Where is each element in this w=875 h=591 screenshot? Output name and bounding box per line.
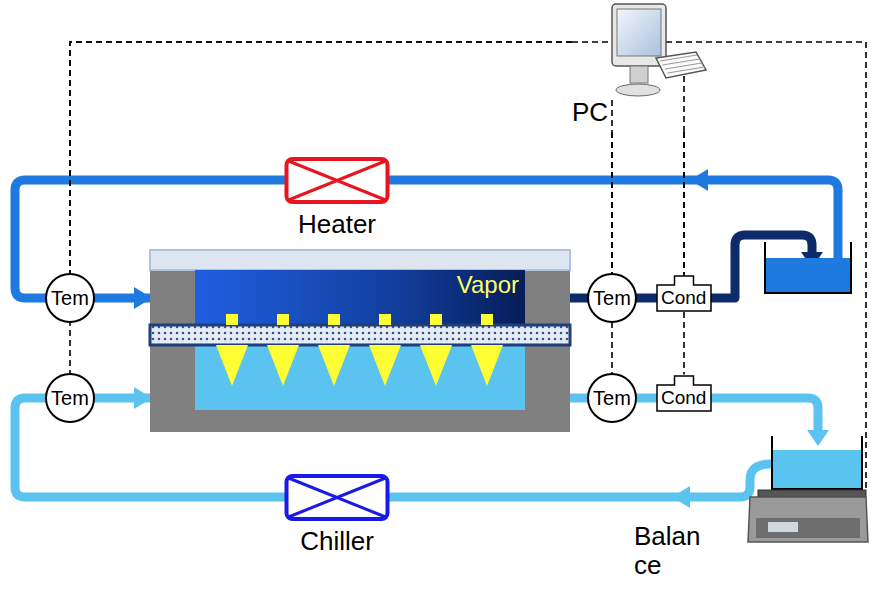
monitor xyxy=(612,4,666,66)
tank-water xyxy=(773,450,861,488)
balance-node: Balan ce xyxy=(632,488,868,588)
unit-cross xyxy=(289,161,386,200)
unit-cross xyxy=(289,478,386,517)
tank-water xyxy=(766,258,850,292)
node-outline xyxy=(281,157,393,204)
node-label: Chiller xyxy=(281,527,393,556)
flow-arrow xyxy=(690,169,708,191)
feed-tank xyxy=(765,242,851,293)
balance-front xyxy=(756,518,860,538)
monitor-stand xyxy=(630,66,648,83)
vapor-flux-arrow xyxy=(267,345,299,386)
vapor-flux-arrow xyxy=(379,314,391,325)
node-label: Cond xyxy=(661,388,706,409)
permeate-tank xyxy=(772,436,862,489)
flow-arrow xyxy=(134,387,152,409)
tem-node: Tem xyxy=(587,273,637,323)
unit-node: Heater xyxy=(281,157,393,241)
balance-display xyxy=(768,522,798,532)
keyboard-keys xyxy=(668,67,705,73)
cond-node: Cond xyxy=(656,275,712,312)
vapor-flux-arrow xyxy=(216,345,248,386)
unit-node: Chiller xyxy=(281,474,393,558)
flow-arrow xyxy=(672,486,690,508)
membrane xyxy=(150,325,570,345)
module-housing xyxy=(150,262,570,432)
unit-cross xyxy=(289,478,386,517)
monitor-base xyxy=(616,84,660,96)
balance-body xyxy=(748,497,868,542)
vapor-flux-arrow xyxy=(318,345,350,386)
top-plate xyxy=(150,250,570,270)
signal-wire xyxy=(611,132,613,373)
flow-arrow xyxy=(807,430,829,446)
node-label: PC xyxy=(572,98,608,127)
conductivity-meter xyxy=(657,376,711,411)
node-label: Tem xyxy=(51,387,89,409)
node-label: Cond xyxy=(661,288,706,309)
vapor-flux-arrow xyxy=(471,345,503,386)
node-label: Heater xyxy=(281,210,393,239)
signal-wire xyxy=(70,42,572,273)
vapor-flux-arrow xyxy=(481,314,493,325)
vapor-flux-arrow xyxy=(420,345,452,386)
signal-wire xyxy=(706,42,866,488)
signal-wire xyxy=(572,41,612,43)
node-label: Tem xyxy=(593,287,631,309)
monitor-screen xyxy=(617,9,661,56)
conductivity-meter xyxy=(657,276,711,311)
vapor-flux-arrow xyxy=(430,314,442,325)
pc-node: PC xyxy=(572,4,706,132)
signal-wire xyxy=(611,100,613,132)
vapor-flux-arrow xyxy=(328,314,340,325)
cond-node: Cond xyxy=(656,375,712,412)
node-label: Tem xyxy=(593,387,631,409)
unit-box xyxy=(287,159,388,202)
unit-box xyxy=(287,476,388,519)
cold-chamber xyxy=(195,345,525,410)
vapor-flux-arrow xyxy=(277,314,289,325)
vapor-node: Vapor xyxy=(195,270,525,325)
node-label: Tem xyxy=(51,287,89,309)
node-label: Vapor xyxy=(457,272,519,298)
signal-wire xyxy=(70,42,572,373)
tem-node: Tem xyxy=(45,273,95,323)
signal-wire xyxy=(666,41,706,43)
signal-wire xyxy=(683,132,685,375)
node-label: Balan ce xyxy=(634,522,712,579)
balance-pan xyxy=(758,490,866,497)
vapor-flux-arrow xyxy=(226,314,238,325)
keyboard xyxy=(656,52,706,78)
unit-cross xyxy=(289,161,386,200)
tem-node: Tem xyxy=(45,373,95,423)
vapor-flux-arrow xyxy=(369,345,401,386)
node-outline xyxy=(281,474,393,521)
signal-wire xyxy=(683,76,685,132)
tem-node: Tem xyxy=(587,373,637,423)
flow-arrow xyxy=(134,287,152,309)
hot-chamber xyxy=(195,270,525,325)
